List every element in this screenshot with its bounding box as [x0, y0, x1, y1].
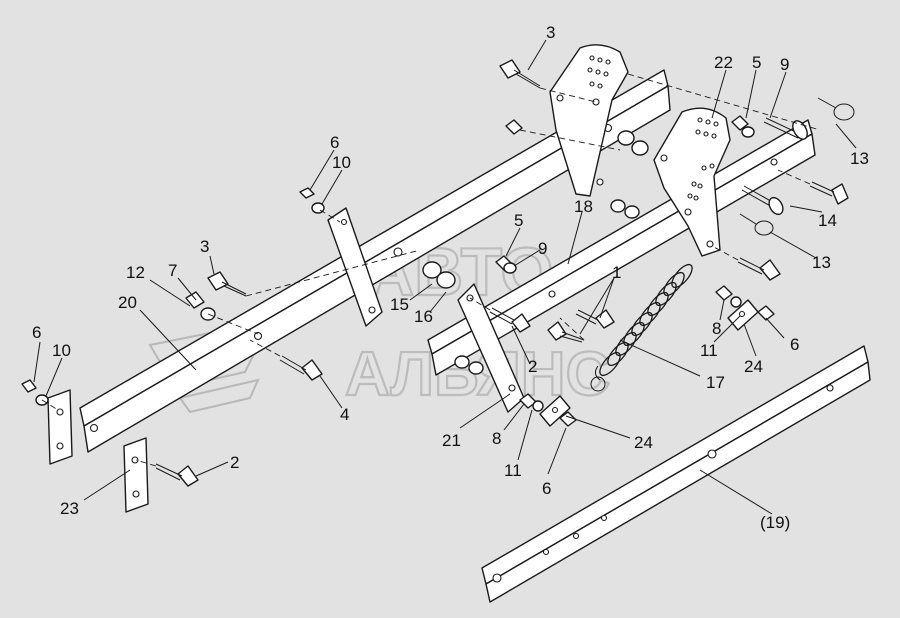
bolt-2-low [155, 463, 199, 487]
callout-12: 12 [126, 263, 145, 282]
leader-lines [33, 39, 857, 515]
callout-18: 18 [574, 197, 593, 216]
callout-14: 14 [818, 211, 837, 230]
callout-19: (19) [760, 513, 790, 532]
callout-17: 17 [706, 373, 725, 392]
part-24-tab-low [539, 395, 571, 427]
part-13-clip-top [817, 97, 855, 121]
part-13-clip-mid [739, 213, 774, 236]
bolt-4 [279, 355, 323, 381]
callout-9-top: 9 [780, 55, 789, 74]
callout-6-left: 6 [32, 323, 41, 342]
perforated-plate-upper [549, 44, 629, 197]
part-19-bar [481, 345, 871, 603]
bolt-3-top [499, 59, 541, 89]
callout-9-mid: 9 [538, 239, 547, 258]
callout-6-right: 6 [790, 335, 799, 354]
callout-24-low: 24 [634, 433, 653, 452]
callout-23: 23 [60, 499, 79, 518]
part-14-pin [741, 185, 784, 216]
callout-6-mid: 6 [330, 133, 339, 152]
bushing-15-16 [422, 261, 456, 289]
callout-13-mid: 13 [812, 253, 831, 272]
part-23-plate-left [47, 389, 73, 465]
callout-5-mid: 5 [514, 211, 523, 230]
bushing-set-upper [610, 130, 649, 219]
callout-10-mid: 10 [332, 153, 351, 172]
callout-22: 22 [714, 53, 733, 72]
bushing-lower [454, 355, 484, 375]
callout-3-top: 3 [546, 23, 555, 42]
bolt-2-mid [489, 307, 531, 333]
bolt-3-left [207, 271, 247, 297]
bolts-1 [547, 309, 615, 343]
nuts-and-washers [21, 115, 775, 427]
callout-11-right: 11 [700, 341, 718, 360]
callout-21: 21 [442, 431, 461, 450]
callout-8-right: 8 [712, 319, 721, 338]
callout-20: 20 [118, 293, 137, 312]
part-20-long-bar [79, 69, 671, 453]
callout-5-top: 5 [752, 53, 761, 72]
callout-8-low: 8 [492, 429, 501, 448]
assembly-dashed-lines [41, 73, 821, 467]
callout-16: 16 [414, 307, 433, 326]
callout-7: 7 [168, 261, 177, 280]
part-23-plate [123, 437, 149, 513]
callout-6-low: 6 [542, 479, 551, 498]
callout-24-right: 24 [744, 357, 763, 376]
callout-11-low: 11 [504, 461, 522, 480]
callout-15: 15 [390, 295, 409, 314]
callout-4: 4 [340, 405, 349, 424]
callouts: 3 22 5 9 13 6 10 18 14 13 3 12 7 5 9 1 2… [32, 23, 869, 532]
callout-3-left: 3 [200, 237, 209, 256]
callout-1: 1 [612, 263, 621, 282]
bolt-right [737, 181, 849, 281]
callout-10-left: 10 [52, 341, 71, 360]
callout-13-top: 13 [850, 149, 869, 168]
callout-2-low: 2 [230, 453, 239, 472]
callout-2-mid: 2 [528, 357, 537, 376]
part-17-spring [590, 263, 693, 392]
part-22-plate [653, 107, 731, 257]
